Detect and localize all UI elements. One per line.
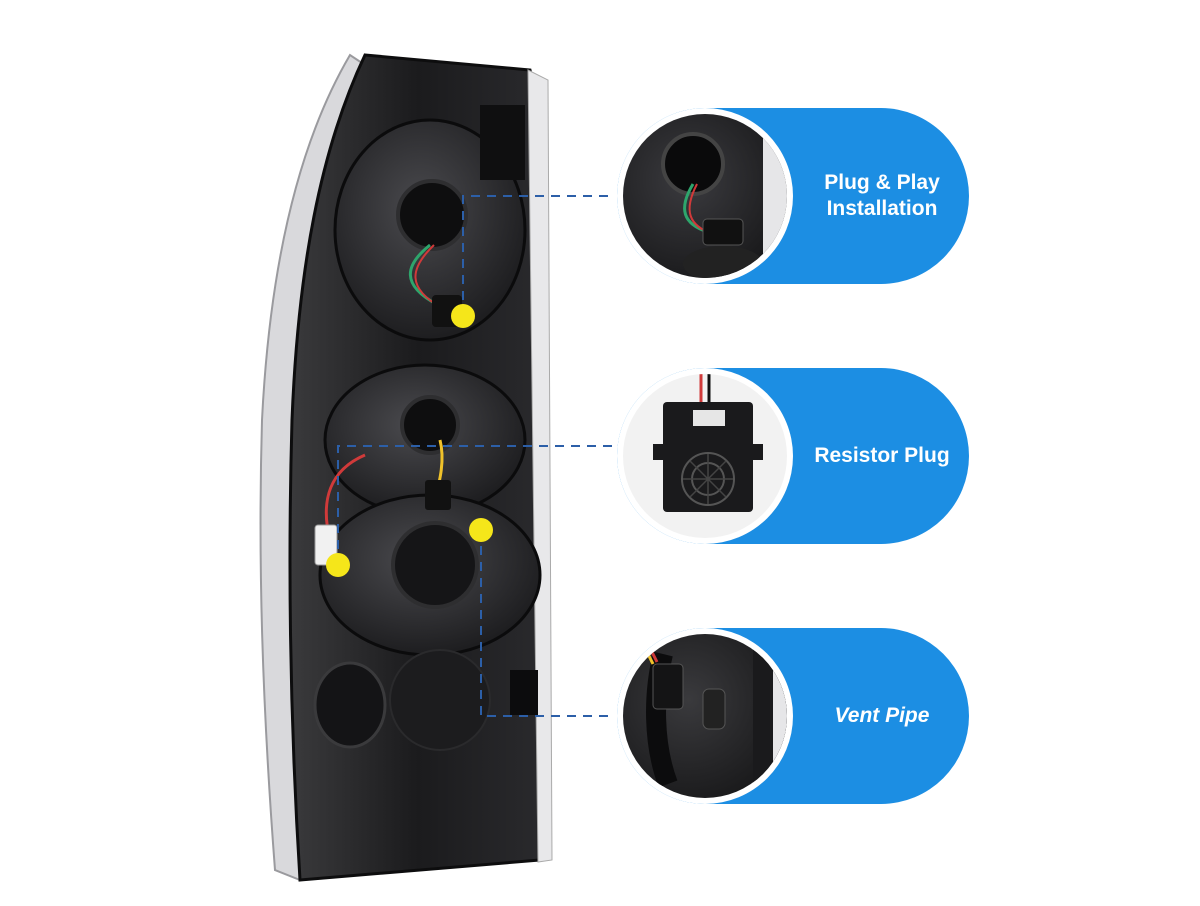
callout-label-resistor-plug: Resistor Plug (814, 444, 950, 467)
callout-plug-and-play: Plug & Play Installation (617, 108, 969, 284)
callout-vent-pipe: Vent Pipe (617, 628, 969, 804)
tail-light-housing (259, 53, 553, 882)
resistor-module-icon (617, 368, 793, 544)
callout-resistor-plug: Resistor Plug (617, 368, 969, 544)
vent-cap (313, 661, 387, 749)
callout-label-vent-pipe: Vent Pipe (834, 704, 930, 727)
vent-pipe-icon (617, 628, 793, 804)
connector-plug-icon (617, 108, 793, 284)
callout-label-plug-and-play: Plug & Play Installation (824, 171, 940, 220)
